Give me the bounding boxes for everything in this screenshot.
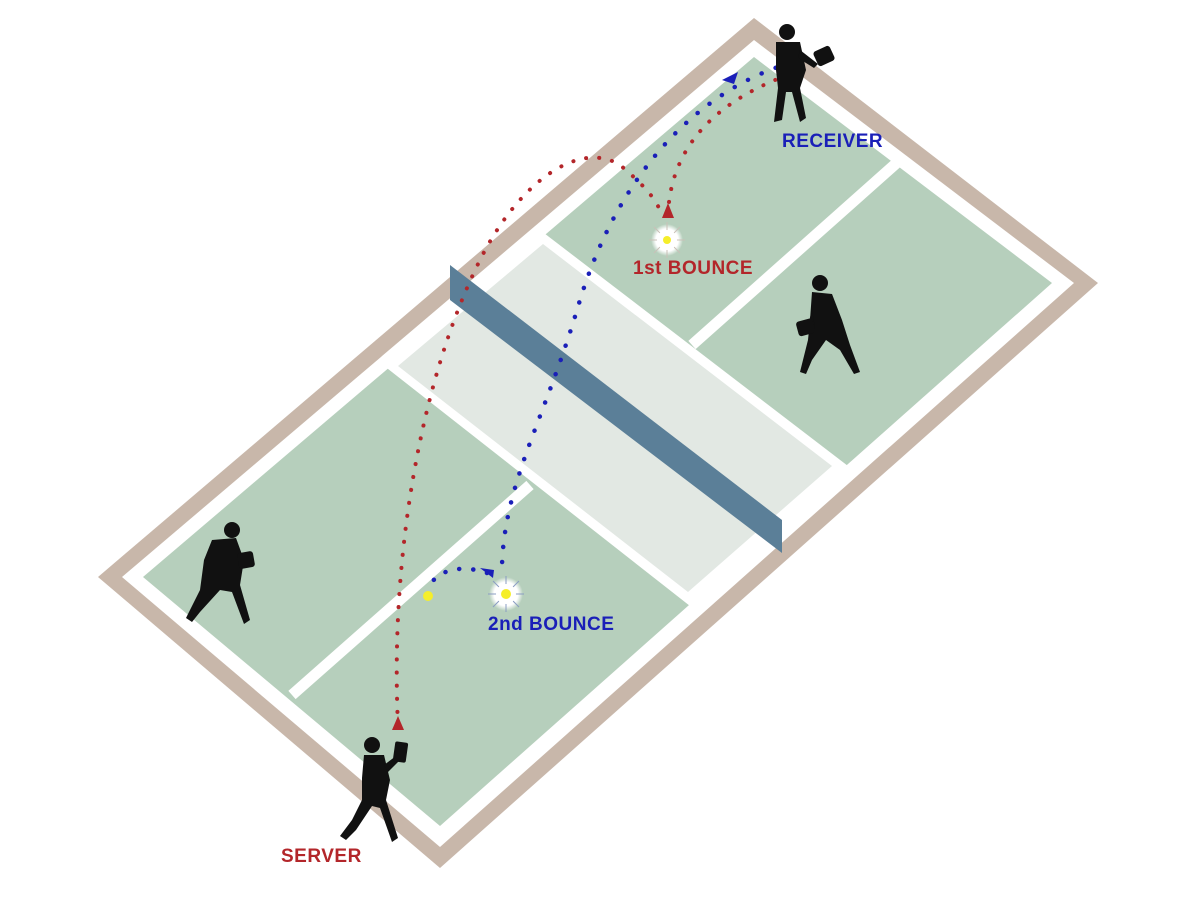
first-bounce-label: 1st BOUNCE bbox=[633, 258, 754, 279]
second-bounce-arrow-icon bbox=[480, 568, 494, 578]
second-bounce-burst-icon bbox=[488, 576, 524, 612]
second-bounce-label: 2nd BOUNCE bbox=[488, 614, 615, 635]
ball-icon bbox=[423, 591, 433, 601]
return-red-trajectory bbox=[666, 76, 782, 217]
center-line-receiver-side bbox=[688, 155, 904, 350]
server-partner-player-icon bbox=[186, 522, 255, 624]
net bbox=[450, 265, 782, 553]
center-line-server-side bbox=[288, 480, 534, 700]
serve-arrow-icon bbox=[392, 716, 404, 730]
first-bounce-burst-icon bbox=[649, 222, 685, 258]
receiver-partner-player-icon bbox=[796, 275, 860, 374]
server-player-icon bbox=[340, 737, 409, 842]
receiver-label: RECEIVER bbox=[782, 131, 884, 152]
third-shot-trajectory bbox=[427, 566, 490, 588]
receiver-arrow-icon bbox=[722, 72, 738, 84]
serve-trajectory bbox=[394, 155, 664, 727]
first-bounce-arrow-icon bbox=[662, 203, 674, 218]
server-label: SERVER bbox=[281, 846, 362, 867]
receiver-player-icon bbox=[774, 24, 835, 122]
